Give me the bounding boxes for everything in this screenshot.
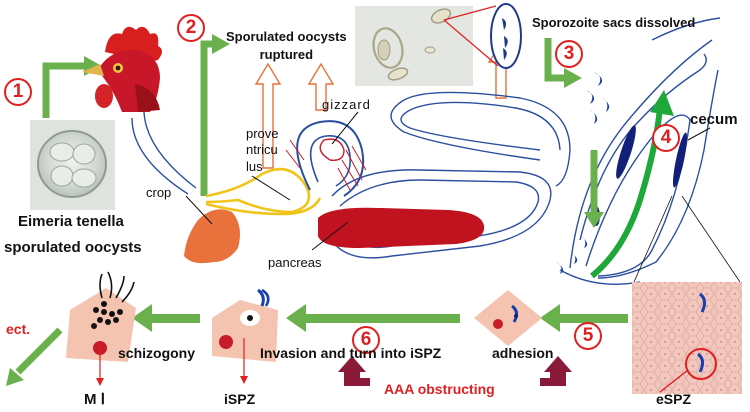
obstructing-label: AAA obstructing (384, 381, 495, 397)
bottom-arrows (132, 304, 628, 332)
pancreas-label: pancreas (268, 255, 322, 270)
step3-arrow (544, 38, 566, 82)
ect-label: ect. (6, 321, 31, 337)
adhesion-label: adhesion (492, 345, 554, 361)
invasion-label: Invasion and turn into iSPZ (260, 345, 442, 361)
proventriculus-label: prove ntricu lus (246, 126, 279, 174)
obstruct-arrows (338, 356, 572, 386)
ect-arrow (15, 327, 63, 375)
step-2-badge: 2 (177, 14, 205, 42)
ispz-label: iSPZ (224, 391, 256, 407)
free-sporozoites (586, 72, 610, 124)
mi-label: M Ⅰ (84, 391, 106, 408)
cell-tissue-patch (632, 282, 742, 394)
oocysts-subtitle: sporulated oocysts (4, 239, 142, 256)
ruptured-label: Sporulated oocysts ruptured (226, 29, 347, 62)
gut-outline (131, 17, 721, 285)
proventriculus-shape (205, 167, 311, 214)
zoom-ellipse (490, 3, 522, 69)
cecum-label: cecum (690, 111, 738, 128)
host-cells (66, 288, 542, 362)
gizzard-label: gizzard (322, 97, 371, 112)
rooster-image (82, 26, 162, 112)
step-3-badge: 3 (555, 40, 583, 68)
pancreas-shape (318, 207, 485, 248)
step-5-badge: 5 (574, 322, 602, 350)
cecum-flow-arrow (590, 107, 663, 279)
schizogony-label: schizogony (118, 345, 196, 361)
step-6-badge: 6 (352, 326, 380, 354)
step2-arrow (200, 40, 214, 196)
oocysts-title: Eimeria tenella (18, 213, 124, 230)
crop-label: crop (146, 185, 172, 200)
merozoites (91, 301, 123, 329)
sporocyst-micrograph (355, 6, 473, 86)
step1-arrow (42, 62, 86, 118)
oocyst-micrograph (30, 120, 115, 210)
crop-shape (184, 209, 240, 264)
espz-label: eSPZ (656, 391, 692, 407)
step-4-badge: 4 (652, 124, 680, 152)
dissolved-label: Sporozoite sacs dissolved (532, 15, 696, 30)
step-1-badge: 1 (4, 78, 32, 106)
gizzard-shape (285, 120, 367, 197)
